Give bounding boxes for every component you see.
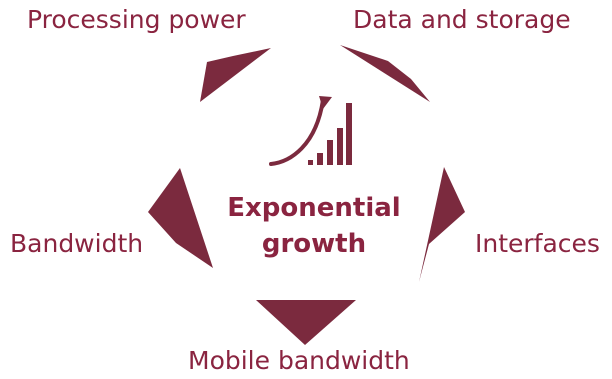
growth-chart-icon — [269, 96, 352, 166]
center-title-line-2: growth — [261, 229, 367, 259]
label-interfaces: Interfaces — [475, 229, 600, 258]
label-mobile-bandwidth: Mobile bandwidth — [188, 346, 410, 375]
label-processing-power: Processing power — [27, 5, 246, 34]
arrow-top-right — [340, 45, 430, 102]
arrow-right — [419, 167, 465, 282]
arrow-left — [148, 168, 213, 268]
label-data-and-storage: Data and storage — [353, 5, 571, 34]
arrow-bottom — [256, 300, 356, 345]
arrow-top-left — [200, 48, 271, 102]
center-title-line-1: Exponential — [227, 193, 401, 223]
label-bandwidth: Bandwidth — [10, 229, 144, 258]
